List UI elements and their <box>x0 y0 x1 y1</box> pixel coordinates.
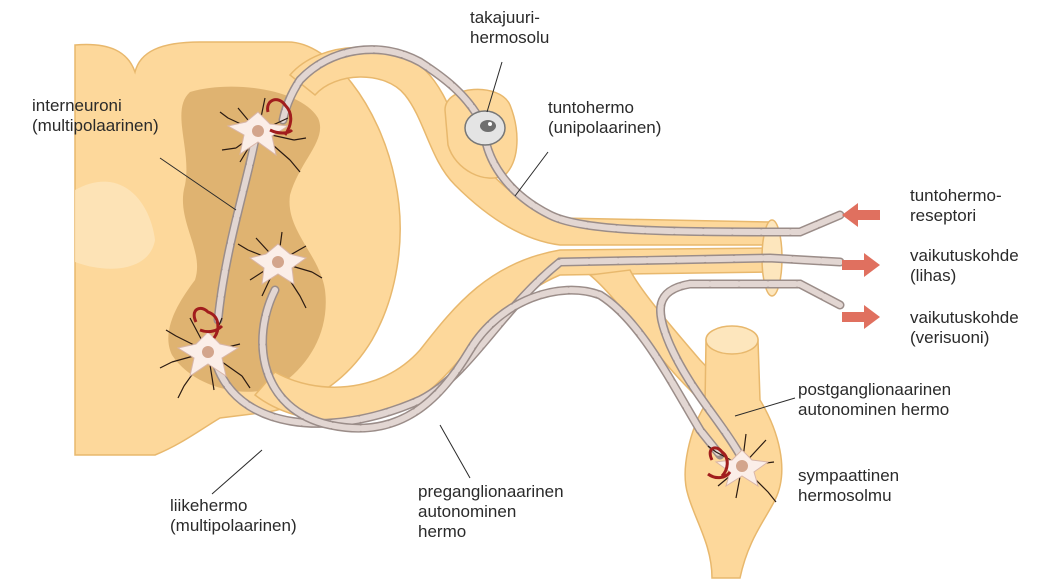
leader-sensory <box>515 152 548 196</box>
label-sensory-nerve: tuntohermo (unipolaarinen) <box>548 98 661 138</box>
sympathetic-trunk-top <box>706 326 758 354</box>
leader-motor <box>212 450 262 494</box>
dorsal-root-neuron <box>465 111 505 145</box>
vessel-arrow <box>842 305 880 329</box>
label-dorsal-root-neuron: takajuuri- hermosolu <box>470 8 549 48</box>
muscle-arrow <box>842 253 880 277</box>
label-sympathetic-ganglion: sympaattinen hermosolmu <box>798 466 899 506</box>
label-preganglionic: preganglionaarinen autonominen hermo <box>418 482 564 542</box>
label-postganglionic: postganglionaarinen autonominen hermo <box>798 380 951 420</box>
label-effector-vessel: vaikutuskohde (verisuoni) <box>910 308 1019 348</box>
receptor-arrow <box>842 203 880 227</box>
label-motor-nerve: liikehermo (multipolaarinen) <box>170 496 297 536</box>
label-effector-muscle: vaikutuskohde (lihas) <box>910 246 1019 286</box>
label-interneuron: interneuroni (multipolaarinen) <box>32 96 159 136</box>
label-receptor: tuntohermo- reseptori <box>910 186 1002 226</box>
leader-preganglionic <box>440 425 470 478</box>
